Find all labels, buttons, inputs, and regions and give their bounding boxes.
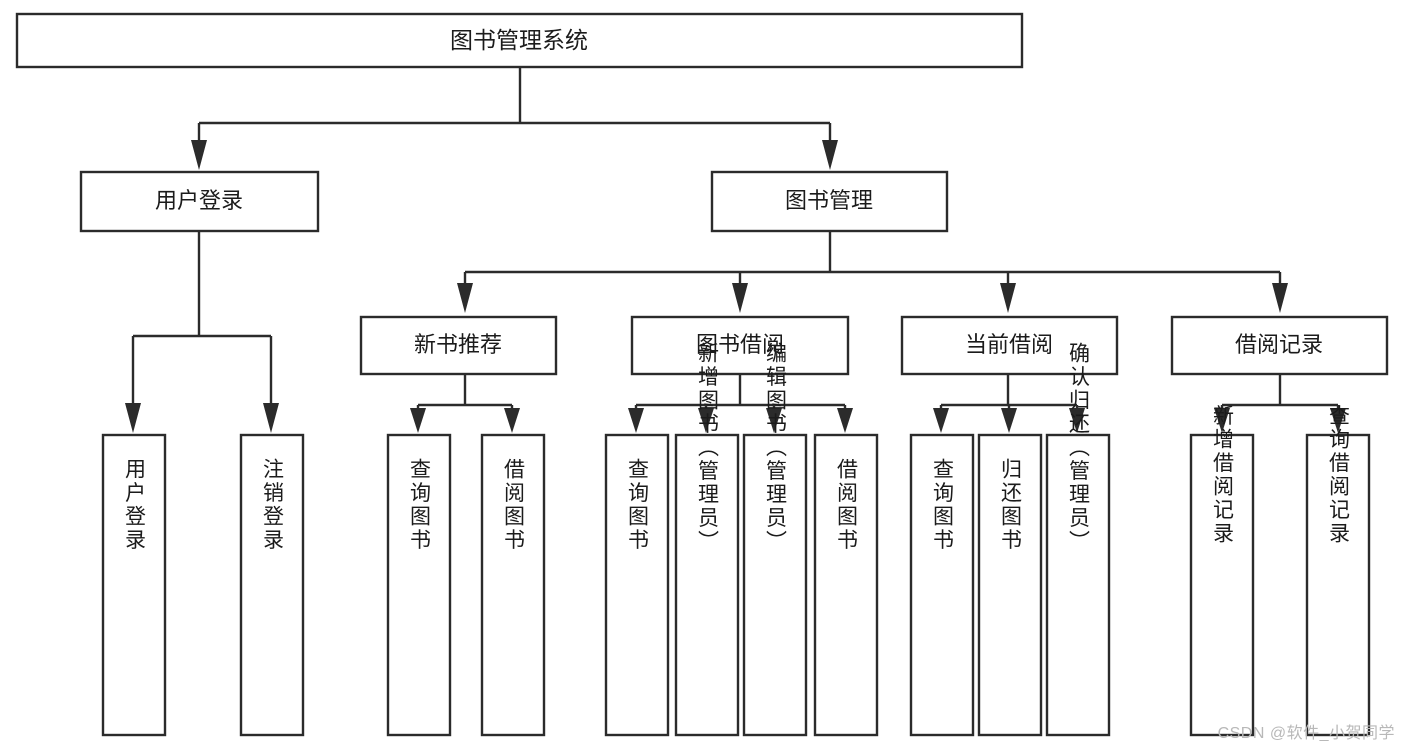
arrowhead-leaf-current-borrow-2 bbox=[1001, 408, 1017, 433]
leaf-current-borrow-1-box[interactable] bbox=[909, 433, 975, 737]
leaf-new-book-2-box[interactable] bbox=[480, 433, 546, 737]
arrowhead-current-borrow bbox=[1000, 283, 1016, 313]
node-book-borrow-box[interactable] bbox=[630, 315, 850, 376]
node-book-borrow-label: 图书借阅 bbox=[696, 332, 784, 357]
arrowhead-book-manage bbox=[822, 140, 838, 170]
node-root-label: 图书管理系统 bbox=[450, 27, 588, 53]
node-borrow-record-box[interactable] bbox=[1170, 315, 1389, 376]
leaf-book-borrow-1-box[interactable] bbox=[604, 433, 670, 737]
leaf-new-book-1-box[interactable] bbox=[386, 433, 452, 737]
leaf-user-login-2-label: 注销登录 bbox=[261, 458, 285, 552]
arrowhead-leaf-new-book-1 bbox=[410, 408, 426, 433]
leaf-book-borrow-3-box[interactable] bbox=[742, 433, 808, 737]
leaf-user-login-1[interactable]: 用户登录 bbox=[101, 433, 167, 737]
node-book-borrow[interactable]: 图书借阅 bbox=[630, 315, 850, 376]
arrowhead-leaf-user-login-2 bbox=[263, 403, 279, 433]
leaf-book-borrow-2-label: 新增图书（管理员） bbox=[696, 342, 720, 554]
leaf-user-login-1-label: 用户登录 bbox=[123, 458, 147, 552]
leaf-borrow-record-1-label: 新增借阅记录 bbox=[1211, 405, 1235, 546]
leaf-current-borrow-3[interactable]: 确认归还（管理员） bbox=[1045, 342, 1111, 737]
leaf-borrow-record-2-label: 查询借阅记录 bbox=[1327, 405, 1351, 546]
arrowhead-book-borrow bbox=[732, 283, 748, 313]
leaf-book-borrow-1-label: 查询图书 bbox=[626, 458, 650, 552]
leaf-book-borrow-2[interactable]: 新增图书（管理员） bbox=[674, 342, 740, 737]
leaf-current-borrow-3-box[interactable] bbox=[1045, 433, 1111, 737]
leaf-book-borrow-1[interactable]: 查询图书 bbox=[604, 433, 670, 737]
leaf-borrow-record-1[interactable]: 新增借阅记录 bbox=[1189, 405, 1255, 737]
leaf-new-book-2[interactable]: 借阅图书 bbox=[480, 433, 546, 737]
leaf-current-borrow-1-label: 查询图书 bbox=[931, 458, 955, 552]
node-new-book-recommend-box[interactable] bbox=[359, 315, 558, 376]
leaf-current-borrow-2-label: 归还图书 bbox=[999, 458, 1023, 552]
node-new-book-recommend[interactable]: 新书推荐 bbox=[359, 315, 558, 376]
arrowhead-leaf-book-borrow-4 bbox=[837, 408, 853, 433]
arrowhead-leaf-book-borrow-2 bbox=[698, 408, 714, 433]
node-current-borrow-label: 当前借阅 bbox=[965, 332, 1053, 357]
node-root[interactable]: 图书管理系统 bbox=[15, 12, 1024, 69]
leaf-user-login-2-box[interactable] bbox=[239, 433, 305, 737]
node-current-borrow[interactable]: 当前借阅 bbox=[900, 315, 1119, 376]
arrowhead-new-book-recommend bbox=[457, 283, 473, 313]
connectors-layer bbox=[125, 67, 1346, 433]
arrowhead-user-login bbox=[191, 140, 207, 170]
arrowhead-leaf-new-book-2 bbox=[504, 408, 520, 433]
leaf-new-book-1-label: 查询图书 bbox=[408, 458, 432, 552]
node-user-login-box[interactable] bbox=[79, 170, 320, 233]
leaf-borrow-record-1-box[interactable] bbox=[1189, 433, 1255, 737]
leaf-new-book-1[interactable]: 查询图书 bbox=[386, 433, 452, 737]
node-current-borrow-box[interactable] bbox=[900, 315, 1119, 376]
node-user-login-label: 用户登录 bbox=[155, 188, 243, 213]
leaf-user-login-1-box[interactable] bbox=[101, 433, 167, 737]
node-book-manage[interactable]: 图书管理 bbox=[710, 170, 949, 233]
node-book-manage-box[interactable] bbox=[710, 170, 949, 233]
arrowhead-leaf-book-borrow-3 bbox=[766, 408, 782, 433]
arrowhead-leaf-borrow-record-2 bbox=[1330, 408, 1346, 433]
leaf-borrow-record-2-box[interactable] bbox=[1305, 433, 1371, 737]
leaf-book-borrow-4[interactable]: 借阅图书 bbox=[813, 433, 879, 737]
leaf-book-borrow-4-box[interactable] bbox=[813, 433, 879, 737]
arrowhead-leaf-current-borrow-1 bbox=[933, 408, 949, 433]
node-new-book-recommend-label: 新书推荐 bbox=[414, 332, 502, 357]
leaf-current-borrow-2-box[interactable] bbox=[977, 433, 1043, 737]
arrowhead-leaf-book-borrow-1 bbox=[628, 408, 644, 433]
arrowhead-leaf-user-login-1 bbox=[125, 403, 141, 433]
leaf-borrow-record-2[interactable]: 查询借阅记录 bbox=[1305, 405, 1371, 737]
leaf-book-borrow-4-label: 借阅图书 bbox=[835, 458, 859, 552]
node-user-login[interactable]: 用户登录 bbox=[79, 170, 320, 233]
arrowhead-leaf-current-borrow-3 bbox=[1069, 408, 1085, 433]
node-borrow-record-label: 借阅记录 bbox=[1235, 332, 1323, 357]
leaf-current-borrow-2[interactable]: 归还图书 bbox=[977, 433, 1043, 737]
leaf-new-book-2-label: 借阅图书 bbox=[502, 458, 526, 552]
node-root-box[interactable] bbox=[15, 12, 1024, 69]
leaf-book-borrow-3[interactable]: 编辑图书（管理员） bbox=[742, 342, 808, 737]
leaf-user-login-2[interactable]: 注销登录 bbox=[239, 433, 305, 737]
leaf-current-borrow-3-label: 确认归还（管理员） bbox=[1067, 342, 1091, 554]
leaf-book-borrow-3-label: 编辑图书（管理员） bbox=[764, 342, 788, 554]
leaf-current-borrow-1[interactable]: 查询图书 bbox=[909, 433, 975, 737]
node-borrow-record[interactable]: 借阅记录 bbox=[1170, 315, 1389, 376]
node-book-manage-label: 图书管理 bbox=[785, 188, 873, 213]
arrowhead-leaf-borrow-record-1 bbox=[1214, 408, 1230, 433]
arrowhead-borrow-record bbox=[1272, 283, 1288, 313]
leaf-book-borrow-2-box[interactable] bbox=[674, 433, 740, 737]
